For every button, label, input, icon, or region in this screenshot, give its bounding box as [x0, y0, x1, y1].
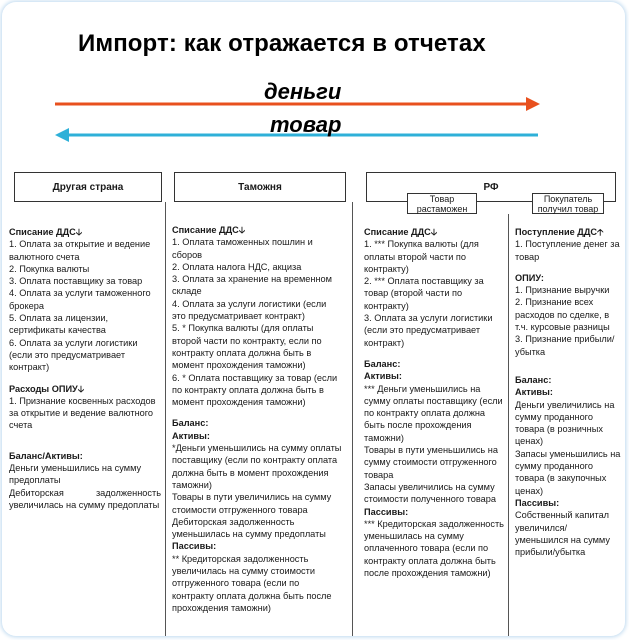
liabilities-heading: Пассивы: [172, 541, 217, 552]
list-item: Товары в пути увеличились на сумму стоим… [172, 492, 332, 515]
balance-assets-heading: Баланс/Активы: [9, 450, 83, 461]
list-item: 1. Оплата за открытие и ведение валютног… [9, 239, 151, 262]
list-item: Товары в пути уменьшились на сумму стоим… [364, 445, 498, 480]
list-item: 3. Оплата за хранение на временном склад… [172, 274, 332, 297]
list-item: 1. *** Покупка валюты (для оплаты второй… [364, 239, 479, 274]
list-item: Запасы уменьшились на сумму проданного т… [515, 448, 621, 496]
list-item: 1. Оплата таможенных пошлин и сборов [172, 237, 313, 260]
list-item: Деньги уменьшились на сумму предоплаты [9, 463, 142, 486]
column-rf-buyer-received: Поступление ДДС🡡 1. Поступление денег за… [515, 226, 621, 558]
column-customs: Списание ДДС🡣 1. Оплата таможенных пошли… [172, 224, 342, 614]
column-rf-goods-cleared: Списание ДДС🡣 1. *** Покупка валюты (для… [364, 226, 504, 579]
list-item: 5. Оплата за лицензии, сертификаты качес… [9, 313, 109, 336]
header-other-country: Другая страна [14, 172, 162, 202]
liabilities-heading: Пассивы: [515, 497, 560, 508]
list-item: 2. Признание всех расходов по сделке, в … [515, 297, 610, 333]
subheader-goods-cleared: Товар растаможен [407, 193, 477, 214]
balance-heading: Баланс: [515, 374, 552, 385]
list-item: Деньги увеличились на сумму проданного т… [515, 399, 615, 447]
list-item: *** Кредиторская задолженность уменьшила… [364, 518, 504, 579]
list-item: 2. *** Оплата поставщику за товар (второ… [364, 276, 484, 311]
list-item: Запасы увеличились на сумму стоимости по… [364, 481, 496, 505]
list-item: 3. Оплата за услуги логистики (если это … [364, 313, 493, 348]
dds-outflow-heading: Списание ДДС🡣 [9, 227, 83, 237]
list-item: 5. * Покупка валюты (для оплаты второй ч… [172, 323, 322, 371]
dds-outflow-heading: Списание ДДС🡣 [364, 227, 438, 237]
list-item: 1. Признание выручки [515, 285, 610, 296]
assets-heading: Активы: [172, 430, 210, 441]
list-item: ** Кредиторская задолженность увеличилас… [172, 553, 332, 613]
list-item: Дебиторская задолженность увеличилась на… [9, 487, 161, 510]
opiu-expenses-heading: Расходы ОПИУ🡣 [9, 383, 85, 394]
money-flow-label: деньги [264, 79, 342, 104]
balance-heading: Баланс: [172, 418, 209, 429]
dds-inflow-heading: Поступление ДДС🡡 [515, 227, 604, 237]
liabilities-heading: Пассивы: [364, 506, 409, 517]
opiu-heading: ОПИУ: [515, 272, 544, 283]
list-item: Собственный капитал увеличился/ уменьшил… [515, 510, 610, 558]
list-item: *Деньги уменьшились на сумму оплаты пост… [172, 443, 342, 490]
list-item: Дебиторская задолженность уменьшилась на… [172, 516, 326, 540]
list-item: 2. Покупка валюты [9, 263, 90, 274]
list-item: 3. Оплата поставщику за товар [9, 276, 143, 287]
subheader-buyer-received: Покупатель получил товар [532, 193, 604, 214]
list-item: 6. Оплата за услуги логистики (если это … [9, 337, 138, 373]
goods-arrowhead [55, 128, 69, 142]
balance-heading: Баланс: [364, 358, 401, 369]
flow-arrows [55, 97, 540, 142]
dds-outflow-heading: Списание ДДС🡣 [172, 225, 246, 235]
header-customs: Таможня [174, 172, 346, 202]
money-arrowhead [526, 97, 540, 111]
list-item: 6. * Оплата поставщику за товар (если по… [172, 372, 338, 408]
column-divider-2 [352, 202, 353, 636]
list-item: 1. Поступление денег за товар [515, 239, 620, 262]
list-item: 3. Признание прибыли/убытка [515, 334, 615, 357]
list-item: 2. Оплата налога НДС, акциза [172, 261, 302, 272]
list-item: *** Деньги уменьшились на сумму оплаты п… [364, 383, 503, 443]
column-divider-1 [165, 202, 166, 636]
goods-flow-label: товар [270, 112, 342, 137]
list-item: 1. Признание косвенных расходов за откры… [9, 395, 156, 431]
list-item: 4. Оплата за услуги таможенного брокера [9, 288, 151, 311]
column-other-country: Списание ДДС🡣 1. Оплата за открытие и ве… [9, 226, 161, 511]
page-title: Импорт: как отражается в отчетах [78, 30, 486, 57]
assets-heading: Активы: [515, 387, 553, 398]
list-item: 4. Оплата за услуги логистики (если это … [172, 298, 327, 322]
column-divider-3 [508, 214, 509, 636]
assets-heading: Активы: [364, 371, 402, 382]
